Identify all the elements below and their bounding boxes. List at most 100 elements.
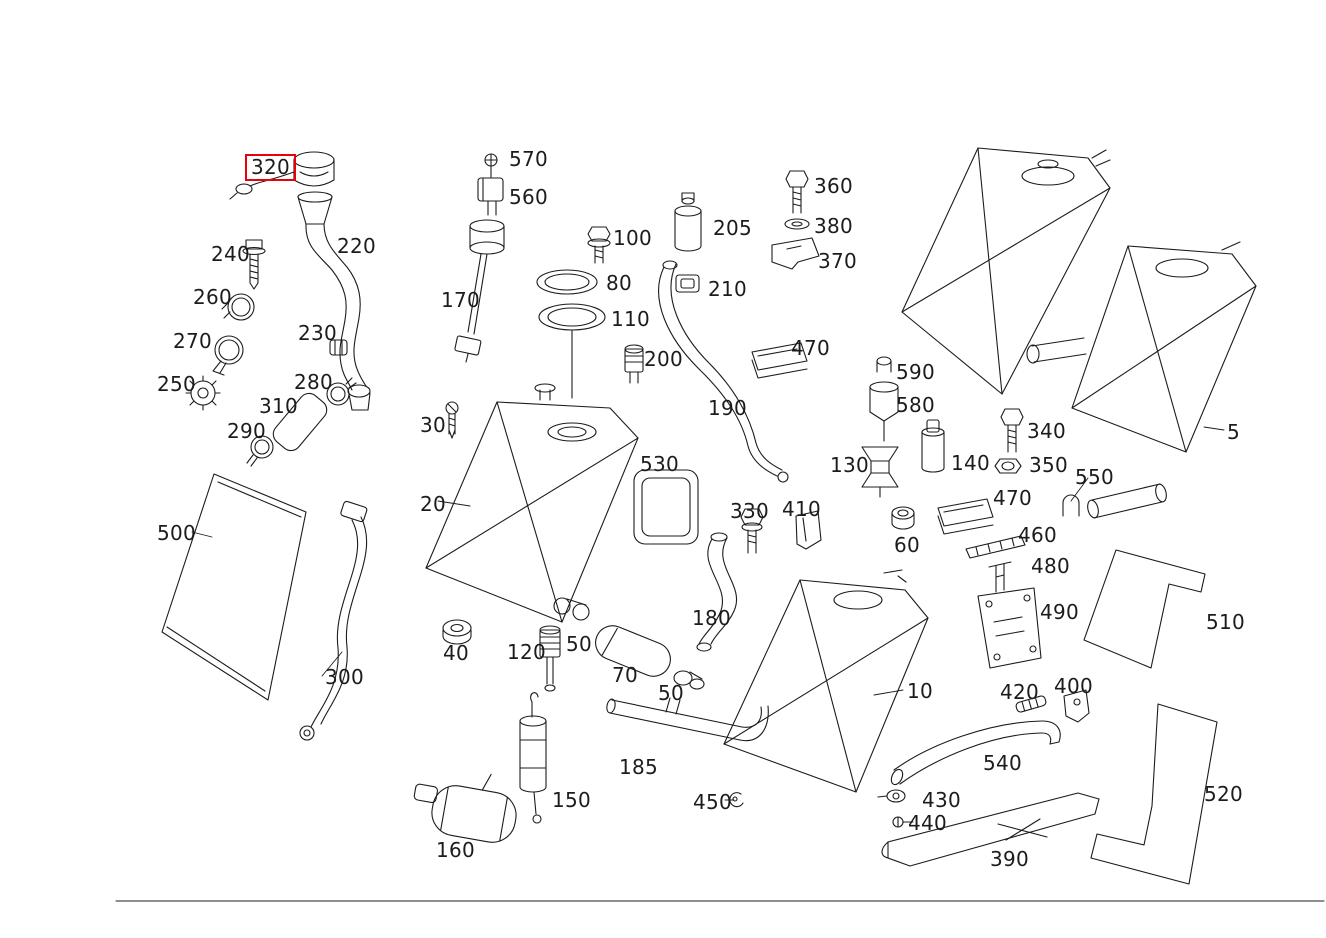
part-label-260[interactable]: 260 <box>193 285 233 309</box>
part-label-530[interactable]: 530 <box>640 452 680 476</box>
part-label-560[interactable]: 560 <box>509 185 549 209</box>
part-label-580[interactable]: 580 <box>896 393 936 417</box>
part-label-540[interactable]: 540 <box>983 751 1023 775</box>
part-label-460[interactable]: 460 <box>1018 523 1058 547</box>
pad-box-530-art <box>633 469 699 545</box>
part-label-330[interactable]: 330 <box>730 499 770 523</box>
part-label-480[interactable]: 480 <box>1031 554 1071 578</box>
part-label-140[interactable]: 140 <box>951 451 991 475</box>
fuel-tank-upper-right-art <box>901 147 1111 395</box>
nut-350-art <box>994 458 1022 474</box>
bolt-340-art <box>1000 408 1024 453</box>
fuel-tank-10-art <box>723 569 929 793</box>
part-label-220[interactable]: 220 <box>337 234 377 258</box>
sender-unit-170-art <box>454 219 505 363</box>
screw-30-art <box>445 401 459 439</box>
bolt-240-art <box>242 239 266 290</box>
hose-180-art <box>696 532 738 652</box>
fuel-line-185-art <box>606 697 769 742</box>
part-label-290[interactable]: 290 <box>227 419 267 443</box>
filler-neck-220-art <box>297 191 371 411</box>
part-label-470[interactable]: 470 <box>791 336 831 360</box>
part-label-310[interactable]: 310 <box>259 394 299 418</box>
part-label-230[interactable]: 230 <box>298 321 338 345</box>
part-label-500[interactable]: 500 <box>157 521 197 545</box>
clamp-270-art <box>212 335 244 376</box>
part-label-180[interactable]: 180 <box>692 606 732 630</box>
part-label-60[interactable]: 60 <box>894 533 921 557</box>
part-label-360[interactable]: 360 <box>814 174 854 198</box>
part-label-250[interactable]: 250 <box>157 372 197 396</box>
part-label-50[interactable]: 50 <box>566 632 593 656</box>
grommet-210-art <box>675 274 700 293</box>
part-label-100[interactable]: 100 <box>613 226 653 250</box>
part-label-80[interactable]: 80 <box>606 271 633 295</box>
part-label-200[interactable]: 200 <box>644 347 684 371</box>
bracket-490-art <box>977 587 1042 669</box>
part-label-570[interactable]: 570 <box>509 147 549 171</box>
part-label-160[interactable]: 160 <box>436 838 476 862</box>
part-label-340[interactable]: 340 <box>1027 419 1067 443</box>
hose-540-art <box>890 720 1061 786</box>
bolt-100-art <box>587 226 611 264</box>
clip-410-art <box>795 510 822 550</box>
fuel-tank-5-art <box>1026 241 1257 453</box>
part-label-440[interactable]: 440 <box>908 811 948 835</box>
part-label-210[interactable]: 210 <box>708 277 748 301</box>
part-label-420[interactable]: 420 <box>1000 680 1040 704</box>
bracket-370-art <box>771 237 820 270</box>
valve-560-art <box>477 177 504 216</box>
part-label-450[interactable]: 450 <box>693 790 733 814</box>
lock-ring-110-art <box>538 303 606 399</box>
part-label-110[interactable]: 110 <box>611 307 651 331</box>
strip-460-art <box>965 535 1026 559</box>
part-label-490[interactable]: 490 <box>1040 600 1080 624</box>
part-label-240[interactable]: 240 <box>211 242 251 266</box>
part-label-300[interactable]: 300 <box>325 665 365 689</box>
fuel-filter-70-art <box>595 625 671 677</box>
washer-380-art <box>784 218 810 230</box>
pump-bracket-150-art <box>519 692 547 824</box>
part-label-30[interactable]: 30 <box>420 413 447 437</box>
part-label-50-1[interactable]: 50 <box>658 681 685 705</box>
part-label-20[interactable]: 20 <box>420 492 447 516</box>
nipple-430-art <box>877 789 906 803</box>
clip-450-art <box>729 792 744 808</box>
part-label-320[interactable]: 320 <box>245 154 297 181</box>
grommet-250-art <box>185 375 221 411</box>
fuel-tank-20-art <box>425 383 639 623</box>
part-label-430[interactable]: 430 <box>922 788 962 812</box>
part-label-350[interactable]: 350 <box>1029 453 1069 477</box>
part-label-410[interactable]: 410 <box>782 497 822 521</box>
part-label-150[interactable]: 150 <box>552 788 592 812</box>
pump-140-art <box>921 419 945 473</box>
part-label-10[interactable]: 10 <box>907 679 934 703</box>
part-label-370[interactable]: 370 <box>818 249 858 273</box>
part-label-120[interactable]: 120 <box>507 640 547 664</box>
clip-230-art <box>329 339 348 356</box>
skid-plate-390-art <box>881 792 1100 867</box>
panel-510-art <box>1083 549 1206 669</box>
part-label-590[interactable]: 590 <box>896 360 936 384</box>
part-label-185[interactable]: 185 <box>619 755 659 779</box>
part-label-205[interactable]: 205 <box>713 216 753 240</box>
part-label-520[interactable]: 520 <box>1204 782 1244 806</box>
part-label-550[interactable]: 550 <box>1075 465 1115 489</box>
part-label-170[interactable]: 170 <box>441 288 481 312</box>
pad-470-lower-art <box>937 498 994 535</box>
sender-120-art <box>539 625 561 692</box>
part-label-190[interactable]: 190 <box>708 396 748 420</box>
part-label-470-1[interactable]: 470 <box>993 486 1033 510</box>
part-label-400[interactable]: 400 <box>1054 674 1094 698</box>
part-label-130[interactable]: 130 <box>830 453 870 477</box>
part-label-380[interactable]: 380 <box>814 214 854 238</box>
clamp-290-art <box>246 435 274 467</box>
part-label-5[interactable]: 5 <box>1227 420 1241 444</box>
part-label-510[interactable]: 510 <box>1206 610 1246 634</box>
part-label-270[interactable]: 270 <box>173 329 213 353</box>
part-label-280[interactable]: 280 <box>294 370 334 394</box>
part-label-70[interactable]: 70 <box>612 663 639 687</box>
sensor-200-art <box>624 344 644 384</box>
part-label-390[interactable]: 390 <box>990 847 1030 871</box>
part-label-40[interactable]: 40 <box>443 641 470 665</box>
